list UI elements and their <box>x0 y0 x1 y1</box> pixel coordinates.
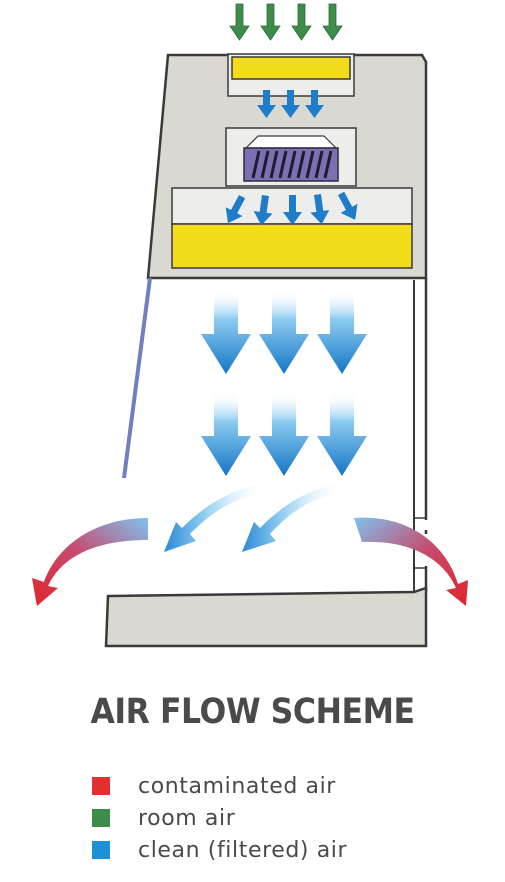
front-sash <box>122 277 152 479</box>
down-arrow-icon <box>310 194 330 225</box>
legend-label: contaminated air <box>138 773 336 799</box>
hepa-filter <box>171 223 413 269</box>
fan-icon <box>243 147 339 182</box>
legend-swatch-clean <box>92 841 110 859</box>
clean-air-arrows-middle <box>225 191 358 226</box>
down-arrow-icon <box>201 290 251 374</box>
contaminated-air-right-arrow <box>354 517 468 606</box>
down-arrow-icon <box>283 195 302 225</box>
contaminated-air-left-arrow <box>32 518 148 606</box>
diagram-title: AIR FLOW SCHEME <box>90 692 415 732</box>
legend: contaminated air room air clean (filtere… <box>92 770 347 866</box>
down-arrow-icon <box>322 3 343 41</box>
down-arrow-icon <box>225 195 246 224</box>
down-arrow-icon <box>257 90 276 118</box>
down-arrow-icon <box>259 290 309 374</box>
down-arrow-icon <box>305 90 324 118</box>
down-arrow-icon <box>253 195 273 226</box>
air-flow-diagram <box>32 3 468 648</box>
room-air-inlet-arrows <box>229 3 343 41</box>
down-arrow-icon <box>291 3 312 41</box>
curved-arrow-icon <box>164 484 262 552</box>
work-surface <box>104 586 428 648</box>
legend-swatch-contaminated <box>92 777 110 795</box>
down-arrow-icon <box>259 392 309 476</box>
down-arrow-icon <box>229 3 250 41</box>
fan-shroud <box>244 135 338 149</box>
clean-air-arrows-upper <box>257 90 324 118</box>
curved-arrow-icon <box>242 484 338 552</box>
pre-filter <box>231 56 351 80</box>
legend-swatch-room <box>92 809 110 827</box>
legend-item-clean: clean (filtered) air <box>92 834 347 866</box>
legend-label: clean (filtered) air <box>138 837 348 863</box>
down-arrow-icon <box>201 392 251 476</box>
legend-label: room air <box>138 805 236 831</box>
clean-air-curved-arrows <box>164 484 338 552</box>
legend-item-room: room air <box>92 802 347 834</box>
downflow-arrows <box>201 290 367 476</box>
legend-item-contaminated: contaminated air <box>92 770 347 802</box>
down-arrow-icon <box>338 191 358 220</box>
down-arrow-icon <box>317 290 367 374</box>
down-arrow-icon <box>281 90 300 118</box>
down-arrow-icon <box>260 3 281 41</box>
down-arrow-icon <box>317 392 367 476</box>
